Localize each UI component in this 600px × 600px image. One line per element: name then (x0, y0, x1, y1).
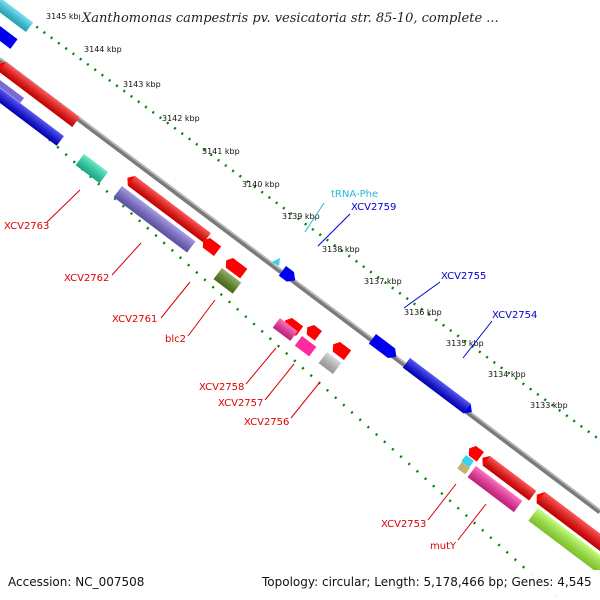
genome-backbone-highlight (0, 57, 600, 511)
gene-trna-phe[interactable] (272, 258, 280, 266)
label-xcv2763: XCV2763 (4, 221, 49, 232)
gene-red-long-top[interactable] (0, 59, 80, 127)
gene-xcv2753[interactable] (467, 466, 523, 513)
tick-label-3136: 3136 kbp (404, 308, 442, 317)
label-xcv2753: XCV2753 (381, 519, 426, 530)
gene-red-small-d[interactable] (330, 340, 352, 361)
label-xcv2761: XCV2761 (112, 314, 157, 325)
title-background (80, 6, 520, 26)
tick-label-3133: 3133 kbp (530, 401, 568, 410)
gene-red-long-mid[interactable] (479, 453, 537, 501)
gene-blue-left[interactable] (0, 88, 64, 146)
leader-lines (46, 189, 493, 541)
label-xcv2758: XCV2758 (199, 382, 244, 393)
tick-label-3141: 3141 kbp (202, 147, 240, 156)
gene-xcv2763[interactable] (75, 154, 108, 184)
gene-xcv2756[interactable] (318, 352, 342, 375)
gene-xcv2755[interactable] (368, 334, 400, 362)
accession-text: Accession: NC_007508 (8, 575, 144, 589)
gene-red-small-c[interactable] (304, 323, 322, 341)
gene-xcv2758[interactable] (272, 318, 298, 341)
tick-label-3134: 3134 kbp (488, 370, 526, 379)
label-xcv2754: XCV2754 (492, 310, 537, 321)
tick-label-3135: 3135 kbp (446, 339, 484, 348)
gene-xcv2762[interactable] (113, 186, 196, 253)
gene-purple-left[interactable] (0, 80, 24, 103)
tick-label-3145: 3145 kbp (46, 12, 84, 21)
reverse-tick-line (0, 94, 561, 600)
label-xcv2762: XCV2762 (64, 273, 109, 284)
genome-backbone (0, 58, 600, 514)
tick-label-3142: 3142 kbp (162, 114, 200, 123)
gene-red-right-edge[interactable] (533, 489, 600, 552)
tick-label-3139: 3139 kbp (282, 212, 320, 221)
tick-label-3143: 3143 kbp (123, 80, 161, 89)
label-xcv2756: XCV2756 (244, 417, 289, 428)
gene-xcv2754[interactable] (402, 358, 476, 417)
label-xcv2759: XCV2759 (351, 202, 396, 213)
gene-xcv2761[interactable] (200, 236, 222, 257)
label-blc2: blc2 (165, 334, 186, 345)
map-title: Xanthomonas campestris pv. vesicatoria s… (81, 11, 499, 26)
gene-top-left-cyan[interactable] (0, 0, 34, 33)
tick-label-3137: 3137 kbp (364, 277, 402, 286)
footer-background (0, 570, 600, 600)
gene-top-left-blue[interactable] (0, 26, 18, 49)
gene-cyan-small[interactable] (461, 455, 474, 468)
tick-label-3144: 3144 kbp (84, 45, 122, 54)
label-xcv2757: XCV2757 (218, 398, 263, 409)
gene-blc2[interactable] (213, 268, 242, 294)
label-muty: mutY (430, 541, 457, 552)
gene-red-small-b[interactable] (282, 316, 304, 337)
label-trna-phe: tRNA-Phe (331, 189, 378, 200)
tick-label-3138: 3138 kbp (322, 245, 360, 254)
gene-tan-small[interactable] (457, 462, 470, 475)
summary-text: Topology: circular; Length: 5,178,466 bp… (261, 575, 592, 589)
gene-red-small-e[interactable] (466, 444, 484, 462)
gene-red-small-a[interactable] (223, 256, 248, 279)
label-xcv2755: XCV2755 (441, 271, 486, 282)
gene-muty[interactable] (528, 508, 600, 575)
gene-xcv2757[interactable] (294, 336, 317, 357)
gene-xcv2759[interactable] (278, 266, 299, 285)
gene-xcv2762-red[interactable] (124, 173, 211, 243)
tick-label-3140: 3140 kbp (242, 180, 280, 189)
